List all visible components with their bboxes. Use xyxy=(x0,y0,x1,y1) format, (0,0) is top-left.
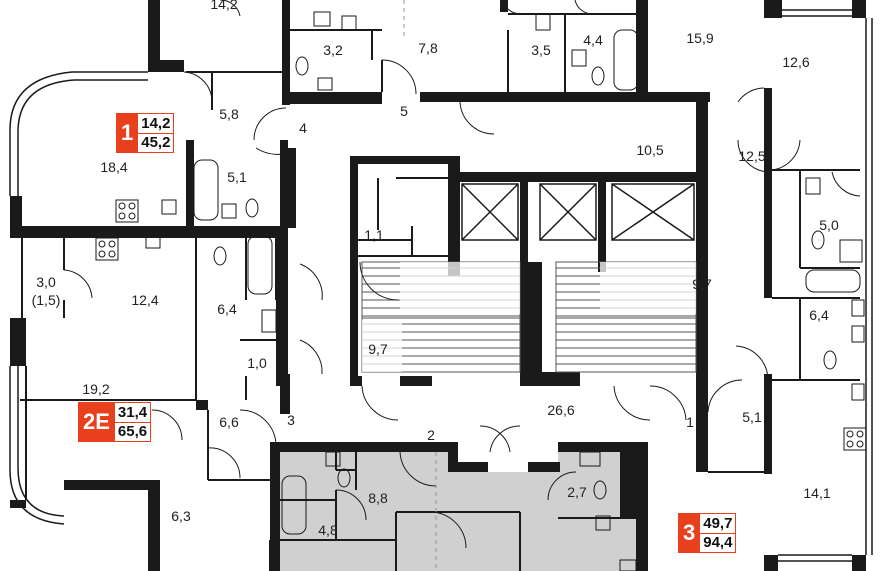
walls xyxy=(10,0,866,571)
room-area-apt1-bath: 5,1 xyxy=(227,169,247,185)
living-area: 49,7 xyxy=(703,514,733,532)
room-area-bathroom-c: 4,4 xyxy=(583,32,603,48)
room-area-stair-right: 9,7 xyxy=(692,276,712,292)
room-area-apt2-bath: 6,4 xyxy=(217,301,237,317)
living-area: 31,4 xyxy=(117,403,148,421)
room-number-1: 1 xyxy=(686,414,694,430)
total-area: 94,4 xyxy=(703,533,733,551)
room-area-top-right: 15,9 xyxy=(686,30,714,46)
room-area-right-hall: 12,5 xyxy=(738,148,766,164)
room-area-shaded-wc: 2,7 xyxy=(567,484,587,500)
room-area-bottom-left: 6,3 xyxy=(171,508,191,524)
curved-facade xyxy=(9,71,148,525)
hidden-lines xyxy=(403,0,437,571)
room-area-apt2-wc: 1,0 xyxy=(247,355,267,371)
apartment-areas: 14,2 45,2 xyxy=(138,113,175,153)
room-area-small-store: 1,1 xyxy=(364,227,384,243)
room-area-right-bedroom: 12,6 xyxy=(782,54,810,70)
apartment-number: 2E xyxy=(78,402,115,442)
thin-walls xyxy=(20,13,860,571)
room-area-balcony-reduced: (1,5) xyxy=(31,292,61,308)
room-area-shaded-bath: 4,8 xyxy=(318,522,338,538)
room-area-bathroom-a: 3,2 xyxy=(323,42,343,58)
living-area: 14,2 xyxy=(141,114,171,132)
room-number-2: 2 xyxy=(427,427,435,443)
room-area-apt2-hall: 6,6 xyxy=(219,414,239,430)
room-area-corridor: 26,6 xyxy=(547,402,575,418)
apartment-areas: 49,7 94,4 xyxy=(700,513,737,553)
room-area-apt2-bedroom: 19,2 xyxy=(82,381,110,397)
room-area-core-room: 10,5 xyxy=(636,142,664,158)
apartment-number: 3 xyxy=(678,513,701,553)
apartment-number: 1 xyxy=(116,113,139,153)
total-area: 65,6 xyxy=(117,422,148,440)
room-number-3: 3 xyxy=(287,412,295,428)
room-area-apt1-living: 18,4 xyxy=(100,159,128,175)
room-area-hall-top: 7,8 xyxy=(418,40,438,56)
room-area-stair-left: 9,7 xyxy=(368,341,388,357)
room-area-apt3-room: 14,1 xyxy=(803,485,831,501)
apartment-badge-2e[interactable]: 2E 31,4 65,6 xyxy=(78,402,152,442)
room-area-balcony: 3,0 xyxy=(36,274,56,290)
apartment-areas: 31,4 65,6 xyxy=(114,402,152,442)
room-area-hall-apt1: 5,8 xyxy=(219,106,239,122)
room-area-apt3-hall: 5,1 xyxy=(742,409,762,425)
room-area-bathroom-b: 3,5 xyxy=(531,42,551,58)
glazing xyxy=(778,9,873,562)
elevator-shafts xyxy=(461,183,695,241)
fixtures xyxy=(95,11,867,571)
total-area: 45,2 xyxy=(141,133,171,151)
room-area-top-left: 14,2 xyxy=(210,0,238,12)
apartment-badge-3[interactable]: 3 49,7 94,4 xyxy=(678,513,737,553)
room-area-right-bath: 5,0 xyxy=(819,217,839,233)
apartment-badge-1[interactable]: 1 14,2 45,2 xyxy=(116,113,175,153)
doors xyxy=(63,0,861,549)
room-number-4: 4 xyxy=(299,120,307,136)
room-area-shaded-hall: 8,8 xyxy=(368,490,388,506)
room-number-5: 5 xyxy=(400,103,408,119)
room-area-apt2-kitchen: 12,4 xyxy=(131,292,159,308)
room-area-right-bath-2: 6,4 xyxy=(809,307,829,323)
